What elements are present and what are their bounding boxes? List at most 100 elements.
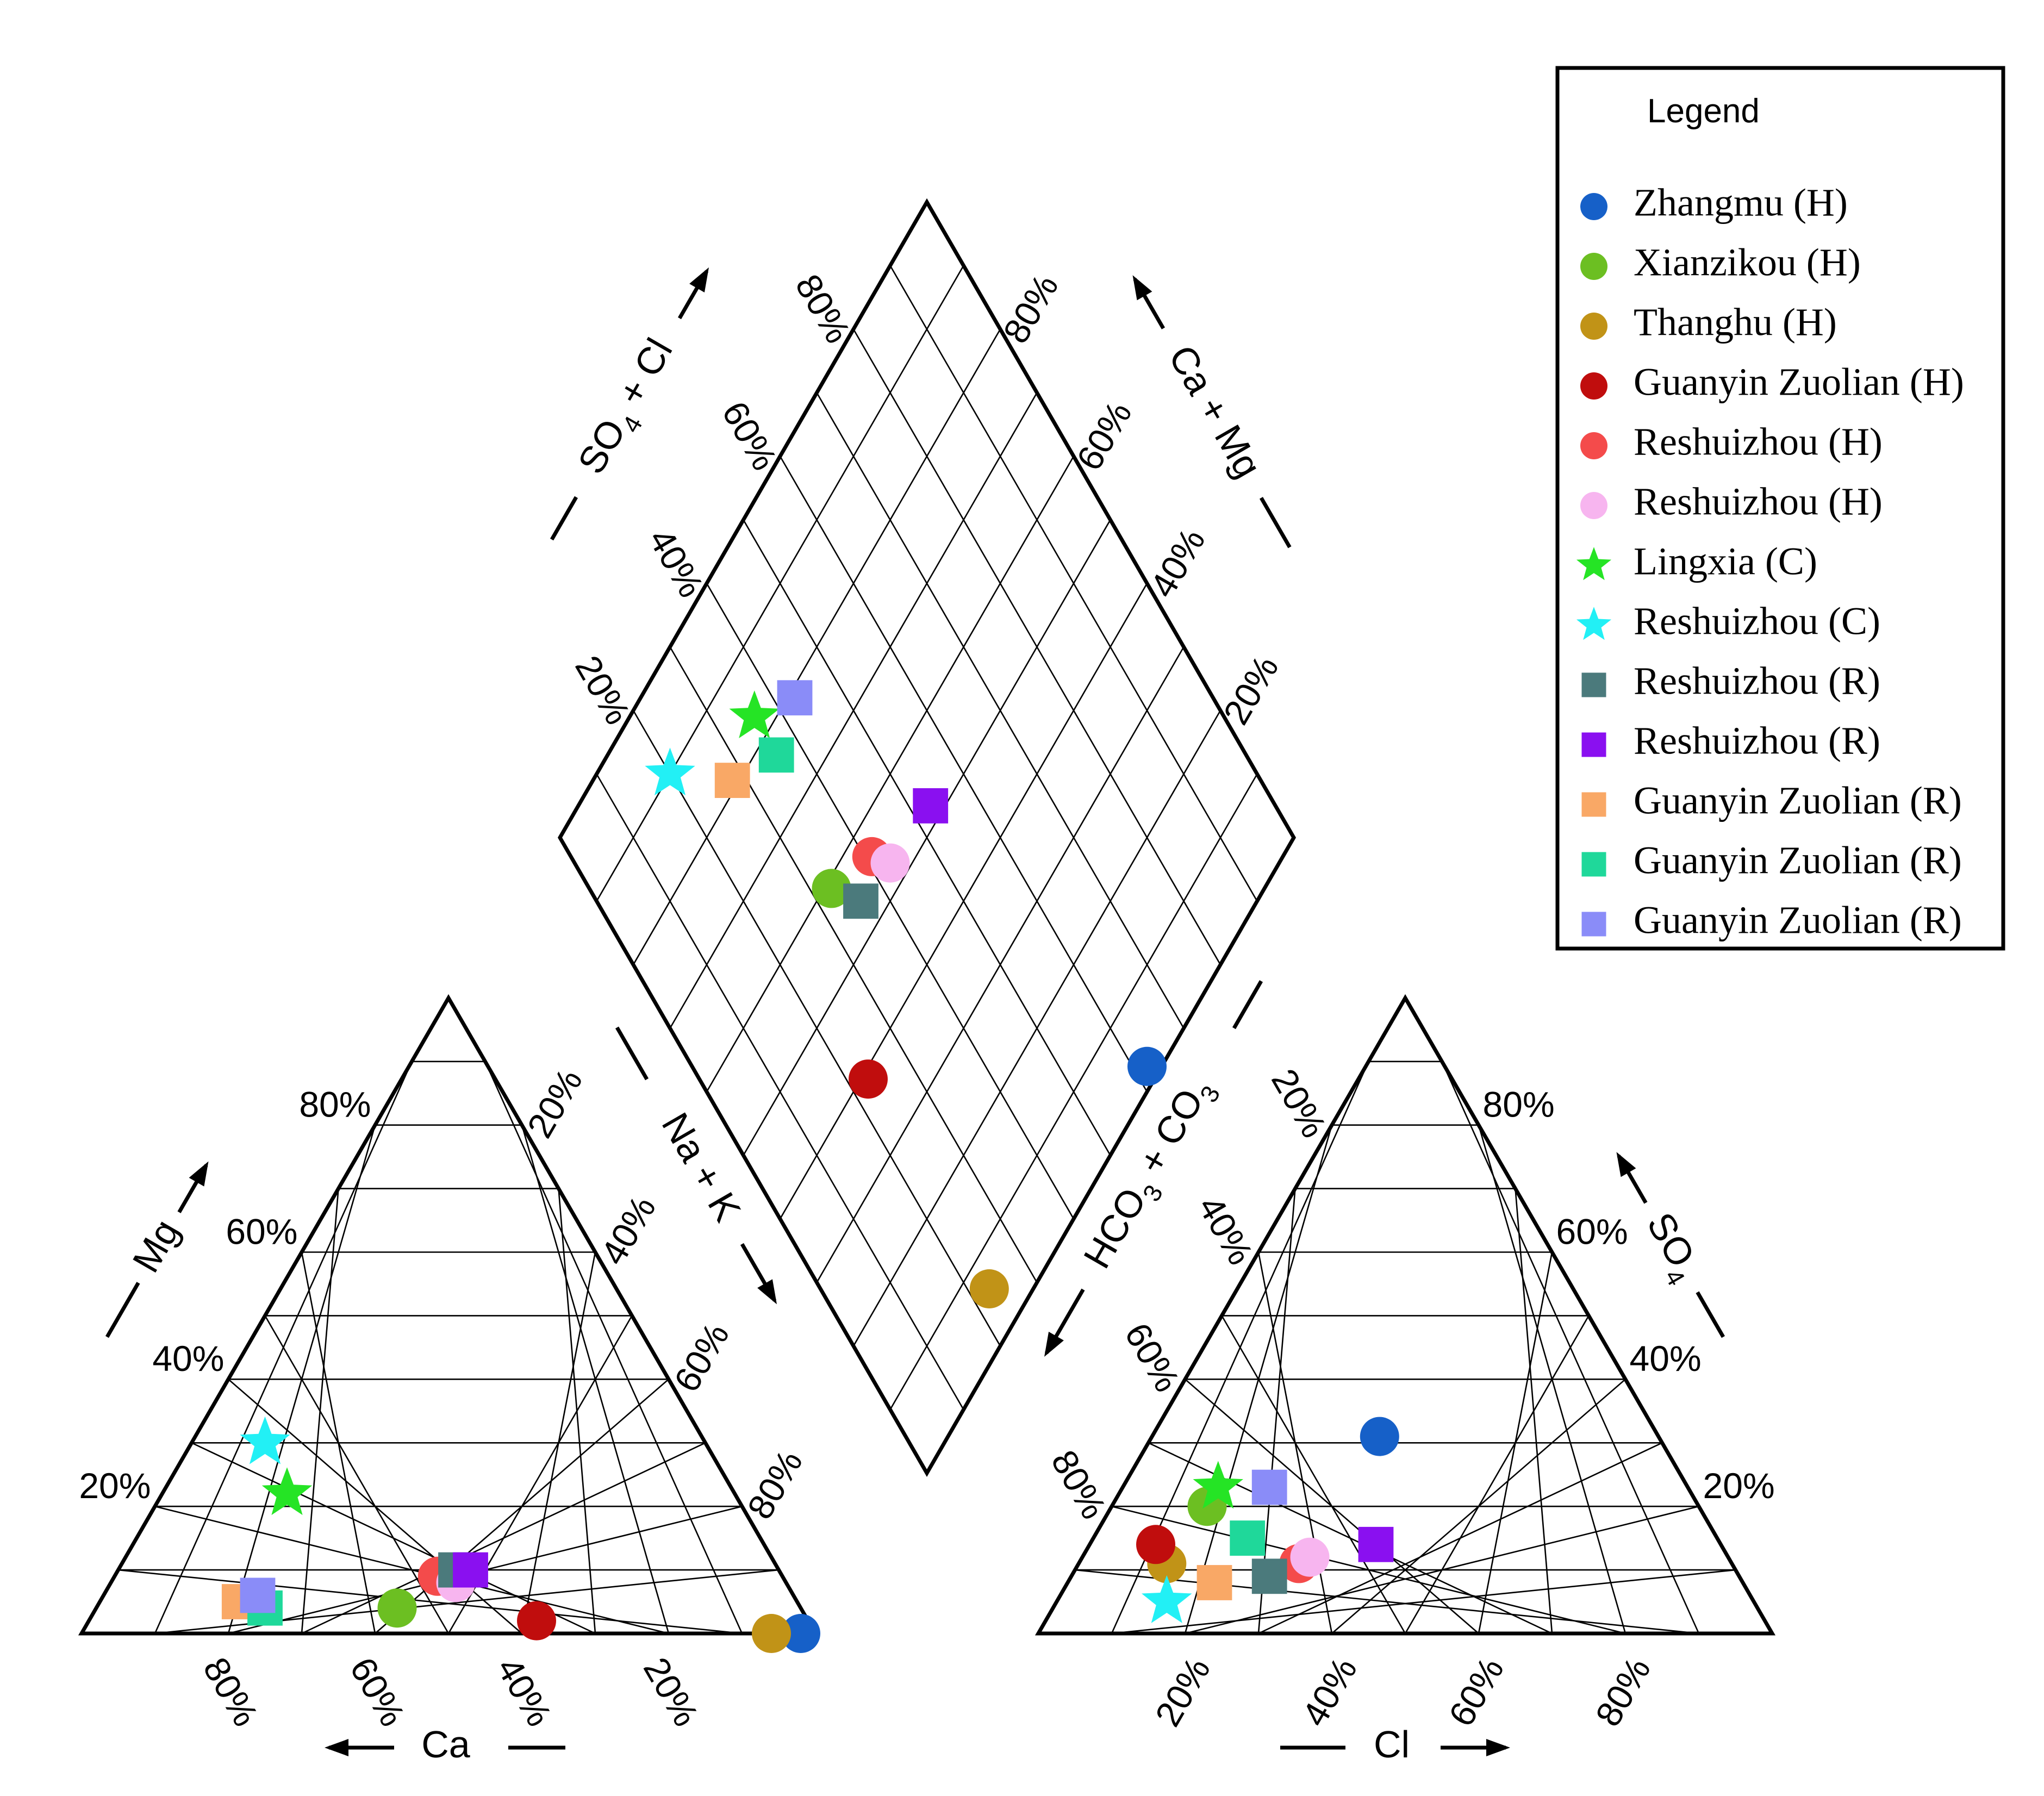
- so4-axis-title: SO4: [1632, 1206, 1710, 1290]
- diamond-gridline: [596, 265, 964, 902]
- cation-ca-tick: 80%: [196, 1651, 266, 1733]
- legend-marker: [1580, 372, 1607, 400]
- cation-point-guanyin-zuolian-h-4: [517, 1601, 556, 1641]
- legend-title: Legend: [1647, 92, 1760, 130]
- anion-cl-tick: 40%: [1294, 1651, 1364, 1733]
- anion-point-reshuizhou-r-10: [1358, 1526, 1394, 1562]
- diamond-gridline: [852, 328, 1222, 965]
- anion-point-lingxia-c-7: [1193, 1461, 1243, 1509]
- camg-axis-arrow-head: [1132, 275, 1152, 301]
- anion-gridline: [1185, 1379, 1479, 1634]
- so4-axis-arrow-head: [1616, 1152, 1636, 1177]
- diamond-point-guanyin-zuolian-r-11: [714, 763, 750, 798]
- camg-axis-title: Ca + Mg: [1160, 338, 1269, 485]
- anion-cl-tick: 20%: [1147, 1651, 1218, 1733]
- legend-label: Guanyin Zuolian (R): [1634, 899, 1962, 942]
- cation-point-reshuizhou-c-8: [240, 1416, 290, 1464]
- cation-triangle: [78, 994, 819, 1636]
- legend-marker: [1580, 193, 1607, 220]
- cation-gridline: [521, 1125, 670, 1634]
- so4cl-axis-title: SO4 + Cl: [570, 332, 688, 485]
- anion-triangle: [1035, 994, 1776, 1636]
- anion-point-reshuizhou-r-9: [1251, 1558, 1287, 1594]
- cation-gridline: [264, 1315, 450, 1634]
- anion-point-zhangmu-h-1: [1360, 1417, 1399, 1456]
- legend-label: Reshuizhou (H): [1634, 480, 1883, 523]
- cation-point-guanyin-zuolian-r-13: [240, 1577, 276, 1613]
- ca-axis-title: Ca: [421, 1723, 470, 1766]
- cation-gridline: [191, 1442, 596, 1635]
- nak-axis-rule: [615, 1026, 649, 1081]
- anion-so4-tick: 20%: [1703, 1466, 1775, 1506]
- cation-ca-tick: 20%: [636, 1651, 707, 1733]
- diamond-point-zhangmu-h-1: [1127, 1046, 1167, 1086]
- legend-label: Xianzikou (H): [1634, 241, 1861, 284]
- legend-label: Reshuizhou (H): [1634, 420, 1883, 464]
- cation-nak-tick: 60%: [666, 1316, 737, 1398]
- cation-gridline: [521, 1252, 596, 1634]
- hco3-axis-rule: [1232, 980, 1263, 1030]
- anion-gridline: [1404, 1315, 1590, 1634]
- diamond-gridline: [706, 456, 1075, 1093]
- diamond-point-guanyin-zuolian-r-13: [777, 680, 813, 716]
- anion-point-guanyin-zuolian-r-11: [1197, 1565, 1232, 1600]
- cation-point-reshuizhou-r-10: [453, 1552, 488, 1588]
- legend-label: Guanyin Zuolian (R): [1634, 779, 1962, 822]
- cation-ca-tick: 40%: [489, 1651, 560, 1733]
- cation-gridline: [154, 1505, 669, 1635]
- cation-point-zhangmu-h-1: [781, 1614, 820, 1653]
- legend-label: Lingxia (C): [1634, 540, 1817, 583]
- legend-marker: [1581, 672, 1606, 697]
- anion-hco3-tick: 40%: [1191, 1189, 1261, 1271]
- cation-gridline: [484, 1061, 743, 1634]
- legend-marker: [1580, 492, 1607, 519]
- diamond: [557, 198, 1297, 1477]
- so4cl-axis-arrow-head: [689, 267, 709, 292]
- legend-marker: [1581, 792, 1606, 817]
- diamond-gridline: [816, 392, 1185, 1029]
- legend-marker: [1581, 732, 1606, 757]
- so4cl-axis-rule: [550, 496, 578, 541]
- diamond-gridline: [669, 392, 1038, 1029]
- diamond-point-thanghu-h-3: [969, 1269, 1009, 1308]
- cation-ca-tick: 60%: [342, 1651, 413, 1733]
- diamond-point-guanyin-zuolian-h-4: [849, 1059, 888, 1099]
- anion-so4-tick: 40%: [1630, 1338, 1702, 1379]
- diamond-gridline: [889, 265, 1258, 902]
- legend-label: Guanyin Zuolian (H): [1634, 360, 1964, 404]
- cation-gridline: [118, 1569, 743, 1635]
- cation-mg-tick: 60%: [226, 1211, 297, 1251]
- anion-gridline: [1221, 1315, 1406, 1634]
- legend-label: Reshuizhou (C): [1634, 600, 1880, 643]
- cl-axis-arrow-head: [1486, 1739, 1510, 1756]
- legend-box: [1555, 66, 2005, 951]
- anion-point-guanyin-zuolian-r-12: [1230, 1520, 1266, 1556]
- legend-label: Reshuizhou (R): [1634, 719, 1880, 763]
- cation-nak-tick: 40%: [593, 1189, 663, 1271]
- diamond-point-reshuizhou-r-10: [913, 788, 949, 824]
- anion-gridline: [1478, 1252, 1553, 1634]
- legend-marker: [1581, 912, 1606, 937]
- axis-labels: 20%20%20%20%20%20%20%20%40%40%40%40%40%4…: [79, 267, 1775, 1766]
- anion-point-guanyin-zuolian-h-4: [1136, 1525, 1175, 1564]
- legend-marker: [1580, 313, 1607, 340]
- diamond-gridline: [632, 328, 1001, 965]
- diamond-point-guanyin-zuolian-r-12: [758, 737, 794, 773]
- anion-point-reshuizhou-c-8: [1142, 1575, 1192, 1623]
- nak-axis-title: Na + K: [653, 1106, 749, 1228]
- diamond-gridline: [743, 519, 1111, 1156]
- cation-point-xianzikou-h-2: [377, 1588, 417, 1628]
- data-points: [221, 680, 1399, 1653]
- anion-gridline: [1111, 1505, 1626, 1635]
- anion-cl-tick: 80%: [1587, 1651, 1658, 1733]
- cation-mg-tick: 40%: [152, 1338, 224, 1379]
- anion-gridline: [1441, 1061, 1700, 1634]
- cl-axis-title: Cl: [1374, 1723, 1410, 1766]
- anion-gridline: [1515, 1188, 1553, 1634]
- diagram-outlines: [78, 198, 1776, 1636]
- anion-point-guanyin-zuolian-r-13: [1251, 1469, 1287, 1505]
- anion-gridline: [1148, 1442, 1553, 1635]
- legend-marker: [1576, 607, 1612, 640]
